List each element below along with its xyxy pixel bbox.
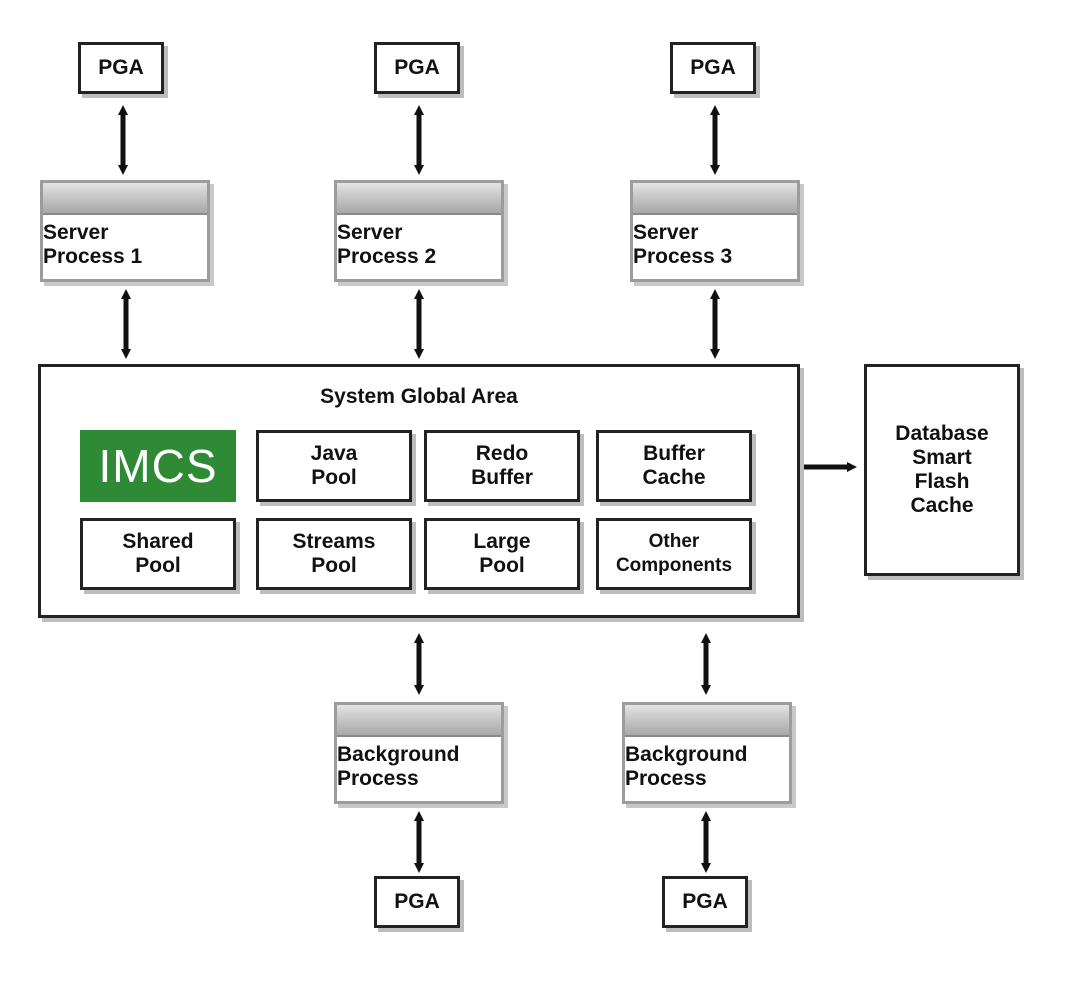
process-header-bar xyxy=(337,183,501,215)
imcs-box: IMCS xyxy=(80,430,236,502)
pga-label: PGA xyxy=(682,890,728,913)
process-header-bar xyxy=(337,705,501,737)
server-process-label: Server Process 3 xyxy=(633,221,733,268)
pga-box-1: PGA xyxy=(78,42,164,94)
background-process-2: Background Process xyxy=(622,702,792,804)
large-pool-label: Large Pool xyxy=(473,530,531,577)
process-header-bar xyxy=(43,183,207,215)
process-header-bar xyxy=(633,183,797,215)
pga-label: PGA xyxy=(98,56,144,79)
other-components-box: Other Components xyxy=(596,518,752,590)
redo-buffer-box: Redo Buffer xyxy=(424,430,580,502)
buffer-cache-box: Buffer Cache xyxy=(596,430,752,502)
pga-label: PGA xyxy=(690,56,736,79)
streams-pool-box: Streams Pool xyxy=(256,518,412,590)
server-process-3: Server Process 3 xyxy=(630,180,800,282)
server-process-1: Server Process 1 xyxy=(40,180,210,282)
flash-cache-box: Database Smart Flash Cache xyxy=(864,364,1020,576)
background-process-1: Background Process xyxy=(334,702,504,804)
server-process-label: Server Process 2 xyxy=(337,221,437,268)
streams-pool-label: Streams Pool xyxy=(292,530,376,577)
large-pool-box: Large Pool xyxy=(424,518,580,590)
buffer-cache-label: Buffer Cache xyxy=(642,442,706,489)
redo-buffer-label: Redo Buffer xyxy=(471,442,533,489)
java-pool-box: Java Pool xyxy=(256,430,412,502)
process-header-bar xyxy=(625,705,789,737)
server-process-2: Server Process 2 xyxy=(334,180,504,282)
background-process-label: Background Process xyxy=(337,743,460,790)
shared-pool-box: Shared Pool xyxy=(80,518,236,590)
pga-box-4: PGA xyxy=(374,876,460,928)
pga-box-2: PGA xyxy=(374,42,460,94)
pga-box-3: PGA xyxy=(670,42,756,94)
background-process-label: Background Process xyxy=(625,743,748,790)
pga-label: PGA xyxy=(394,56,440,79)
other-components-label: Other Components xyxy=(615,531,733,576)
pga-box-5: PGA xyxy=(662,876,748,928)
pga-label: PGA xyxy=(394,890,440,913)
imcs-label: IMCS xyxy=(98,440,218,492)
server-process-label: Server Process 1 xyxy=(43,221,143,268)
shared-pool-label: Shared Pool xyxy=(122,530,194,577)
flash-cache-label: Database Smart Flash Cache xyxy=(895,422,989,517)
java-pool-label: Java Pool xyxy=(310,442,358,489)
sga-title: System Global Area xyxy=(320,385,518,408)
